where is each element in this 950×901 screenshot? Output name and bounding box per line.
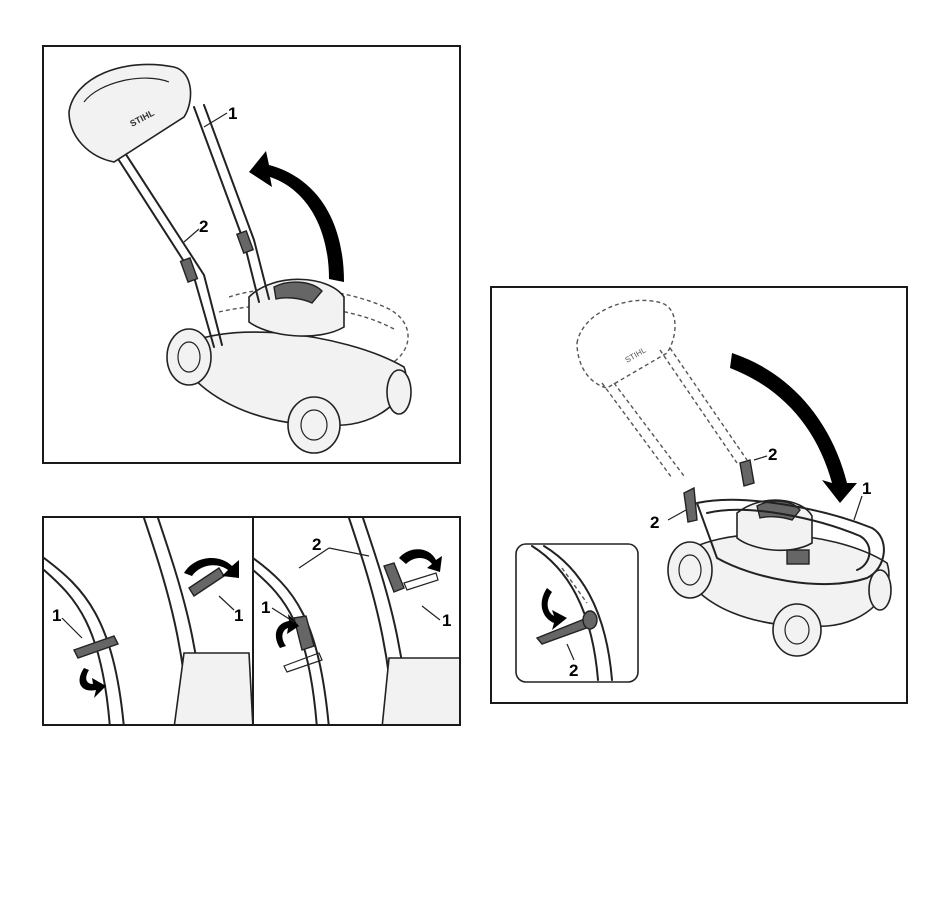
figure-clamp-levers: 1 1 2 1 1 [42,516,461,726]
callout-2: 2 [199,217,208,236]
figure-handlebar-unfold: STIHL 1 2 [42,45,461,464]
callout-1: 1 [228,104,237,123]
lever-closed-position [284,653,322,672]
clamp-lever-right[interactable] [384,563,404,592]
subpanel-closed-levers: 2 1 1 [253,518,461,726]
callout-1-left: 1 [52,606,61,625]
callout-1-right: 1 [234,606,243,625]
mower-body-corner [174,653,253,726]
lever-detail-inset: 2 [516,544,638,682]
mower-body-corner [382,658,461,726]
ghost-handlebar-logo: STIHL [624,345,649,364]
clamp-lever-left[interactable] [684,488,697,522]
clamp-lever-illustration: 1 1 2 1 1 [44,518,461,726]
rotate-arrow-right [399,549,442,572]
handle-tube-right [194,107,259,302]
switch-box [787,550,809,564]
ghost-upright-handlebar [577,300,675,388]
rear-wheel-right [387,370,411,414]
callout-1-handlebar: 1 [862,479,871,498]
callout-2-upper: 2 [768,445,777,464]
rear-wheel-right [869,570,891,610]
clamp-lever-right[interactable] [237,231,253,253]
clamp-lever-right[interactable] [740,460,754,486]
mower-unfold-illustration: STIHL 1 2 [44,47,461,464]
mower-fold-illustration: STIHL 2 2 1 [492,288,908,704]
front-wheel [773,604,821,656]
callout-2-lever: 2 [650,513,659,532]
rear-wheel-left [167,329,211,385]
inset-callout-2: 2 [569,661,578,680]
callout-1-right: 1 [442,611,451,630]
handle-tube-left [104,137,214,347]
callout-2-tubes: 2 [312,535,321,554]
clamp-lever-left[interactable] [294,616,314,650]
callout-1-left: 1 [261,598,270,617]
figure-handlebar-fold: STIHL 2 2 1 [490,286,908,704]
rear-wheel-left [668,542,712,598]
raise-arrow [249,151,344,282]
subpanel-open-levers: 1 1 [44,518,253,726]
front-wheel [288,397,340,453]
